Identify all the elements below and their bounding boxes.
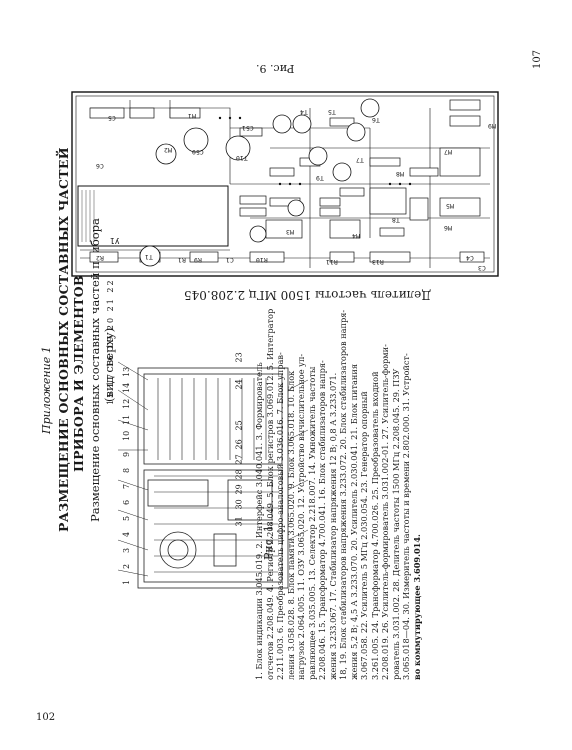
legend-line: рователь 3.031.002. 28. Делитель частоты… bbox=[390, 368, 401, 680]
label-r2: R2 bbox=[96, 254, 104, 262]
label-t2: T4 bbox=[300, 108, 308, 116]
label-m9: C51 bbox=[242, 124, 254, 132]
callout-17: 17 bbox=[106, 372, 115, 387]
label-r11: R11 bbox=[326, 258, 338, 266]
legend-line: жения 5,2 В; 4,5 А 3.233.070. 20. Усилит… bbox=[348, 363, 359, 680]
callout-25: 25 bbox=[234, 420, 244, 431]
label-t5: T7 bbox=[356, 156, 364, 164]
left-callout-column: 13 14 12 11 10 9 8 7 6 5 4 3 2 1 bbox=[120, 362, 134, 586]
label-m3: M5 bbox=[446, 202, 454, 210]
callout-19: 19 bbox=[106, 334, 115, 349]
callout-28: 28 bbox=[234, 469, 244, 480]
label-c5: C5 bbox=[108, 114, 116, 122]
label-c3: C3 bbox=[478, 264, 486, 272]
callout-26: 26 bbox=[234, 439, 244, 450]
callouts-right: 23 24 25 26 27 28 29 30 31 bbox=[232, 350, 246, 527]
label-m7: M9 bbox=[488, 122, 496, 130]
label-t9: M1 bbox=[188, 112, 196, 120]
label-m4: M6 bbox=[444, 224, 452, 232]
callout-11: 11 bbox=[122, 414, 131, 425]
legend-line: 3.065.018—04. 30. Измеритель частоты и в… bbox=[401, 353, 411, 680]
chassis-diagram bbox=[118, 361, 308, 589]
label-m6: M8 bbox=[396, 170, 404, 178]
callout-8: 8 bbox=[122, 467, 131, 473]
callout-7: 7 bbox=[122, 483, 131, 489]
callout-3: 3 bbox=[122, 547, 131, 553]
label-r13: R13 bbox=[372, 258, 384, 266]
label-m1: M3 bbox=[286, 228, 294, 236]
legend-line: 3.067.058. 22. Усилитель 5 МГц 2.030.054… bbox=[359, 391, 369, 680]
callout-16: 16 bbox=[106, 353, 115, 368]
callout-20: 20 bbox=[106, 315, 115, 331]
callout-31: 31 bbox=[234, 516, 244, 527]
label-c1: C1 bbox=[226, 256, 234, 264]
label-r1: R1 bbox=[178, 256, 186, 264]
label-t6: T8 bbox=[392, 216, 400, 224]
callout-29: 29 bbox=[234, 484, 244, 495]
figure-1-caption-text: Рис. 1. bbox=[262, 521, 275, 560]
figure-1-caption: Рис. 1. bbox=[262, 522, 275, 560]
label-t8: T10 bbox=[236, 154, 248, 162]
schematic-labels: У1 Т1 R2 R1 R9 R10 R11 R13 C1 C3 C4 C5 C… bbox=[0, 0, 572, 300]
appendix-label: Приложение 1 bbox=[40, 346, 53, 434]
left-page-number: 102 bbox=[36, 712, 55, 723]
label-m8: C50 bbox=[192, 148, 204, 156]
callout-6: 6 bbox=[122, 499, 131, 505]
legend-line: жения 3.233.067. 17. Стабилизатор напряж… bbox=[327, 372, 338, 680]
label-t1: Т1 bbox=[145, 253, 153, 261]
label-m2: M4 bbox=[352, 232, 360, 240]
module-y1 bbox=[77, 185, 229, 247]
callout-13: 13 bbox=[122, 366, 131, 377]
callout-5: 5 bbox=[122, 515, 131, 521]
label-c4: C4 bbox=[466, 254, 474, 262]
legend-line: равляющее 3.035.005. 13. Селектор 2.218.… bbox=[306, 366, 317, 680]
legend-line: 2.208.046. 15. Трансформатор 4.700.041. … bbox=[317, 360, 327, 680]
label-t3: T5 bbox=[328, 108, 336, 116]
legend-line: во коммутирующее 3.609.014. bbox=[411, 534, 422, 680]
legend-line: 1. Блок индикации 3.045.019. 2. Интерфей… bbox=[254, 362, 264, 680]
legend-line: 2.211.003. 6. Преобразователь цифро-анал… bbox=[275, 352, 285, 680]
legend-line: 2.208.019. 26. Усилитель-формирователь 3… bbox=[380, 344, 390, 680]
appendix-label-text: Приложение 1 bbox=[40, 346, 53, 434]
label-r9: R9 bbox=[194, 256, 202, 264]
legend-line: нагрузок 2.064.005. 11. ОЗУ 3.065.020. 1… bbox=[296, 353, 306, 680]
schematic-labels-list: C7 C8 C9 R16 R17 R18 R19 R20 R21 R22 R23… bbox=[76, 294, 206, 295]
callout-23: 23 bbox=[234, 352, 244, 363]
callout-12: 12 bbox=[122, 398, 131, 409]
callout-2: 2 bbox=[122, 563, 131, 569]
legend-line: ления 3.058.028. 8. Блок памяти 3.065.02… bbox=[285, 370, 296, 680]
page-number-102: 102 bbox=[36, 712, 56, 723]
callout-27: 27 bbox=[234, 454, 244, 465]
legend-line: 3.261.005. 24. Трансформатор 4.700.026. … bbox=[369, 371, 380, 680]
label-y1: У1 bbox=[110, 236, 120, 245]
label-t7: T9 bbox=[316, 174, 324, 182]
callout-9: 9 bbox=[122, 451, 131, 457]
callout-15: 15 bbox=[106, 390, 115, 405]
callout-4: 4 bbox=[122, 531, 131, 537]
legend-line: 18, 19. Блок стабилизаторов напряжения 3… bbox=[338, 309, 348, 680]
label-t10: M2 bbox=[164, 146, 172, 154]
label-c6: C6 bbox=[96, 162, 104, 170]
callout-30: 30 bbox=[234, 499, 244, 510]
label-m5: M7 bbox=[444, 148, 452, 156]
callout-1: 1 bbox=[122, 579, 131, 585]
legend-line: отсчетов 2.208.049. 4. Регистр 2.208.049… bbox=[264, 308, 275, 680]
callout-10: 10 bbox=[122, 430, 131, 441]
pcb-layout-diagram bbox=[71, 91, 499, 277]
callout-14: 14 bbox=[122, 382, 131, 393]
label-t4: T6 bbox=[372, 116, 380, 124]
label-r10: R10 bbox=[256, 256, 268, 264]
callout-24: 24 bbox=[234, 379, 244, 390]
legend-text: 1. Блок индикации 3.045.019. 2. Интерфей… bbox=[254, 270, 422, 690]
